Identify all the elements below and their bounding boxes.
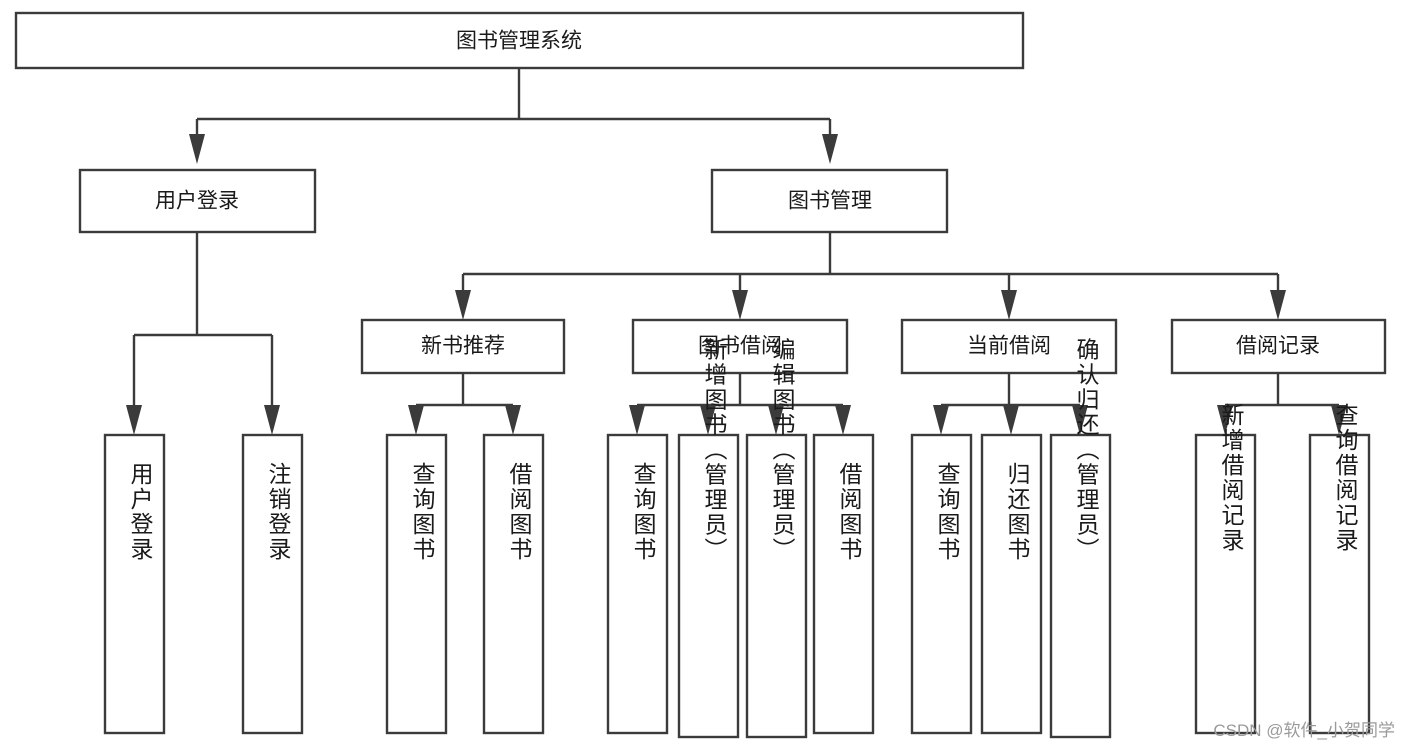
arrow-to-book-manage	[822, 134, 838, 164]
node-leaf-borrow-take[interactable]: 借阅图书	[812, 433, 875, 735]
node-leaf-cur-return-label: 归还图书	[1004, 462, 1031, 562]
node-new-book-rec-box[interactable]	[360, 318, 566, 375]
arrow-to-leaf-rec-borrow	[505, 405, 521, 435]
node-leaf-borrow-add-box[interactable]	[677, 433, 740, 739]
node-borrow-record[interactable]: 借阅记录	[1170, 318, 1387, 375]
node-leaf-cur-query-label: 查询图书	[934, 462, 961, 562]
arrow-to-leaf-rec-search	[1331, 405, 1347, 435]
node-user-login-box[interactable]	[78, 168, 317, 234]
node-leaf-rec-search-label: 查询借阅记录	[1332, 403, 1359, 553]
arrow-to-leaf-cur-query	[933, 405, 949, 435]
node-leaf-rec-borrow[interactable]: 借阅图书	[482, 433, 545, 735]
node-leaf-borrow-edit-label: 编辑图书（管理员）	[769, 338, 796, 563]
node-borrow-record-box[interactable]	[1170, 318, 1387, 375]
arrow-to-leaf-borrow-add	[700, 405, 716, 435]
node-leaf-user-logout[interactable]: 注销登录	[241, 433, 304, 735]
arrow-to-leaf-rec-query	[408, 405, 424, 435]
node-leaf-borrow-query-label: 查询图书	[630, 462, 657, 562]
node-leaf-borrow-take-box[interactable]	[812, 433, 875, 735]
node-leaf-borrow-add-label: 新增图书（管理员）	[701, 338, 728, 563]
node-leaf-cur-query-box[interactable]	[910, 433, 973, 735]
node-current-borrow[interactable]: 当前借阅	[900, 318, 1118, 375]
node-leaf-borrow-add[interactable]: 新增图书（管理员）	[677, 338, 740, 739]
node-book-borrow-label: 图书借阅	[698, 335, 782, 358]
node-leaf-cur-query[interactable]: 查询图书	[910, 433, 973, 735]
node-leaf-rec-add[interactable]: 新增借阅记录	[1194, 403, 1257, 735]
node-borrow-record-label: 借阅记录	[1236, 335, 1320, 358]
arrow-to-leaf-borrow-take	[835, 405, 851, 435]
node-leaf-borrow-query[interactable]: 查询图书	[606, 433, 669, 735]
node-leaf-user-login-label: 用户登录	[127, 462, 154, 562]
node-leaf-cur-confirm-box[interactable]	[1049, 433, 1112, 739]
arrow-to-user-login	[189, 134, 205, 164]
node-leaf-rec-search-box[interactable]	[1308, 433, 1371, 735]
node-leaf-borrow-edit-box[interactable]	[745, 433, 808, 739]
arrow-to-leaf-borrow-query	[629, 405, 645, 435]
node-leaf-borrow-edit[interactable]: 编辑图书（管理员）	[745, 338, 808, 739]
node-book-borrow[interactable]: 图书借阅	[631, 318, 849, 375]
node-book-manage-box[interactable]	[710, 168, 949, 234]
node-leaf-rec-query-box[interactable]	[385, 433, 448, 735]
arrow-to-leaf-cur-confirm	[1072, 405, 1088, 435]
node-leaf-cur-return-box[interactable]	[980, 433, 1043, 735]
node-leaf-user-logout-label: 注销登录	[265, 462, 292, 562]
node-new-book-rec[interactable]: 新书推荐	[360, 318, 566, 375]
arrow-to-leaf-user-logout	[264, 405, 280, 435]
node-leaf-user-login-box[interactable]	[103, 433, 166, 735]
arrow-to-leaf-user-login	[126, 405, 142, 435]
node-leaf-cur-confirm[interactable]: 确认归还（管理员）	[1049, 338, 1112, 739]
node-current-borrow-label: 当前借阅	[967, 335, 1051, 358]
node-root[interactable]: 图书管理系统	[14, 11, 1025, 70]
node-leaf-rec-borrow-label: 借阅图书	[506, 462, 533, 562]
node-book-borrow-box[interactable]	[631, 318, 849, 375]
node-leaf-rec-borrow-box[interactable]	[482, 433, 545, 735]
node-leaf-rec-query[interactable]: 查询图书	[385, 433, 448, 735]
node-leaf-rec-add-label: 新增借阅记录	[1218, 403, 1245, 553]
node-root-box[interactable]	[14, 11, 1025, 70]
arrow-to-current-borrow	[1001, 290, 1017, 320]
node-user-login-label: 用户登录	[155, 190, 239, 213]
node-leaf-rec-query-label: 查询图书	[409, 462, 436, 562]
arrow-to-leaf-rec-add	[1217, 405, 1233, 435]
node-current-borrow-box[interactable]	[900, 318, 1118, 375]
arrow-to-borrow-record	[1270, 290, 1286, 320]
arrow-to-leaf-borrow-edit	[768, 405, 784, 435]
node-book-manage-label: 图书管理	[788, 190, 872, 213]
arrow-to-book-borrow	[732, 290, 748, 320]
node-new-book-rec-label: 新书推荐	[421, 335, 505, 358]
node-leaf-borrow-query-box[interactable]	[606, 433, 669, 735]
node-leaf-rec-search[interactable]: 查询借阅记录	[1308, 403, 1371, 735]
node-leaf-cur-confirm-label: 确认归还（管理员）	[1073, 338, 1100, 563]
node-leaf-cur-return[interactable]: 归还图书	[980, 433, 1043, 735]
node-leaf-user-login[interactable]: 用户登录	[103, 433, 166, 735]
node-leaf-borrow-take-label: 借阅图书	[836, 462, 863, 562]
node-book-manage[interactable]: 图书管理	[710, 168, 949, 234]
node-root-label: 图书管理系统	[456, 30, 582, 53]
node-leaf-rec-add-box[interactable]	[1194, 433, 1257, 735]
node-user-login[interactable]: 用户登录	[78, 168, 317, 234]
node-leaf-user-logout-box[interactable]	[241, 433, 304, 735]
connector-layer	[126, 68, 1347, 435]
arrow-to-leaf-cur-return	[1003, 405, 1019, 435]
arrow-to-new-book-rec	[455, 290, 471, 320]
